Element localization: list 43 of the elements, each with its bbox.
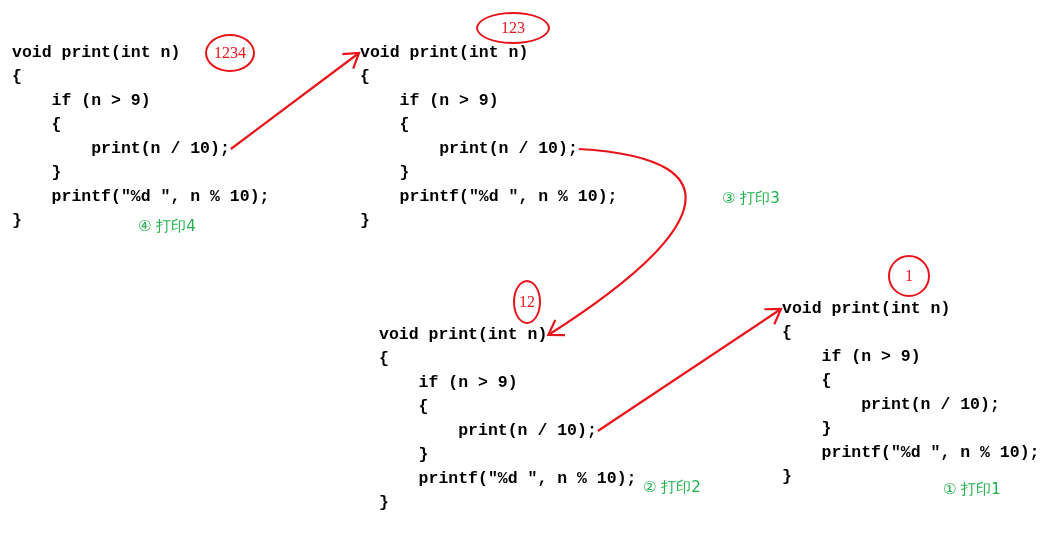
code-line: if (n > 9) bbox=[821, 347, 921, 367]
code-line: { bbox=[399, 115, 410, 135]
code-line: } bbox=[360, 211, 370, 231]
code-line: printf("%d ", n % 10); bbox=[821, 443, 1040, 463]
recursive-call: print(n / 10); bbox=[91, 139, 230, 159]
function-header: void print(int n) bbox=[782, 299, 951, 319]
arrow bbox=[547, 147, 687, 337]
code-line: } bbox=[379, 493, 389, 513]
recursive-call: print(n / 10); bbox=[439, 139, 578, 159]
code-line: } bbox=[418, 445, 429, 465]
code-line: { bbox=[379, 349, 389, 369]
code-line: } bbox=[51, 163, 62, 183]
code-line: printf("%d ", n % 10); bbox=[418, 469, 637, 489]
code-line: if (n > 9) bbox=[418, 373, 518, 393]
code-line: } bbox=[399, 163, 410, 183]
step-label: ① 打印1 bbox=[943, 479, 1001, 499]
code-line: } bbox=[821, 419, 832, 439]
code-line: } bbox=[782, 467, 792, 487]
code-line: if (n > 9) bbox=[399, 91, 499, 111]
code-line: { bbox=[360, 67, 370, 87]
code-line: printf("%d ", n % 10); bbox=[399, 187, 618, 207]
recursive-call: print(n / 10); bbox=[458, 421, 597, 441]
code-line: if (n > 9) bbox=[51, 91, 151, 111]
arrow bbox=[230, 51, 361, 150]
value-ellipse: 1 bbox=[888, 255, 930, 297]
function-header: void print(int n) bbox=[360, 43, 529, 63]
recursive-call: print(n / 10); bbox=[861, 395, 1000, 415]
code-line: } bbox=[12, 211, 22, 231]
step-label: ③ 打印3 bbox=[722, 188, 780, 208]
arrow bbox=[597, 307, 783, 432]
step-label: ④ 打印4 bbox=[138, 216, 196, 236]
value-ellipse: 1234 bbox=[205, 34, 255, 72]
code-line: { bbox=[418, 397, 429, 417]
code-line: { bbox=[51, 115, 62, 135]
value-ellipse: 123 bbox=[476, 12, 550, 44]
code-line: printf("%d ", n % 10); bbox=[51, 187, 270, 207]
function-header: void print(int n) bbox=[379, 325, 548, 345]
step-label: ② 打印2 bbox=[643, 477, 701, 497]
code-line: { bbox=[821, 371, 832, 391]
code-line: { bbox=[12, 67, 22, 87]
function-header: void print(int n) bbox=[12, 43, 181, 63]
code-line: { bbox=[782, 323, 792, 343]
value-ellipse: 12 bbox=[513, 280, 541, 324]
